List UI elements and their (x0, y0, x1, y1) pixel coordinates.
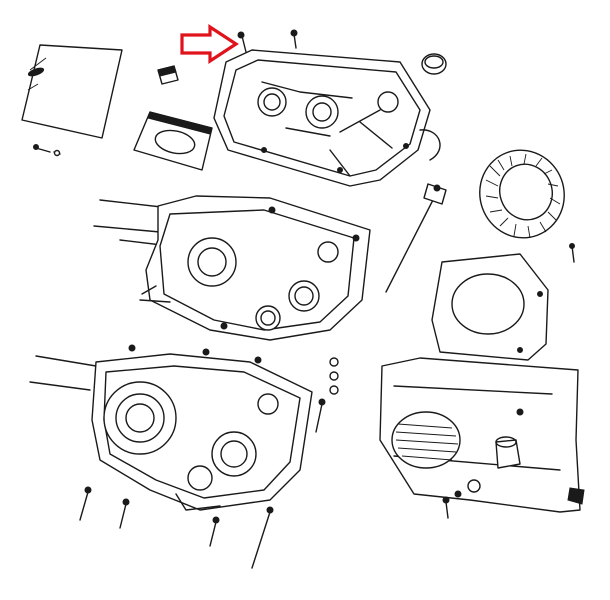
flywheel-fan (479, 149, 565, 239)
bolt-4 (251, 506, 274, 569)
crankcase-cover-gasket-plate (21, 44, 123, 139)
cylinder-cowling (379, 357, 585, 513)
bolt-2 (119, 498, 130, 529)
top-cover (213, 49, 441, 187)
bushing-ring (421, 53, 447, 75)
oil-filler-cap (157, 65, 179, 85)
cover-plug (133, 111, 213, 171)
highlight-arrow (180, 24, 239, 64)
bolt-1 (79, 486, 92, 521)
nuts (329, 357, 339, 395)
fan-shroud (431, 253, 549, 361)
cover-screw-left (237, 31, 247, 53)
nut-1 (329, 357, 339, 395)
fan-bolt (569, 243, 575, 263)
small-screw-pair (33, 144, 61, 157)
lower-case-half (29, 344, 313, 511)
cover-screw-right (290, 29, 298, 49)
upper-case-half (93, 195, 371, 341)
cover-screws (237, 29, 298, 53)
bolt-3 (209, 516, 220, 547)
studs-and-bolts (79, 398, 450, 569)
bolt-5 (315, 398, 326, 433)
dipstick (385, 183, 447, 293)
bolt-6 (442, 496, 450, 519)
